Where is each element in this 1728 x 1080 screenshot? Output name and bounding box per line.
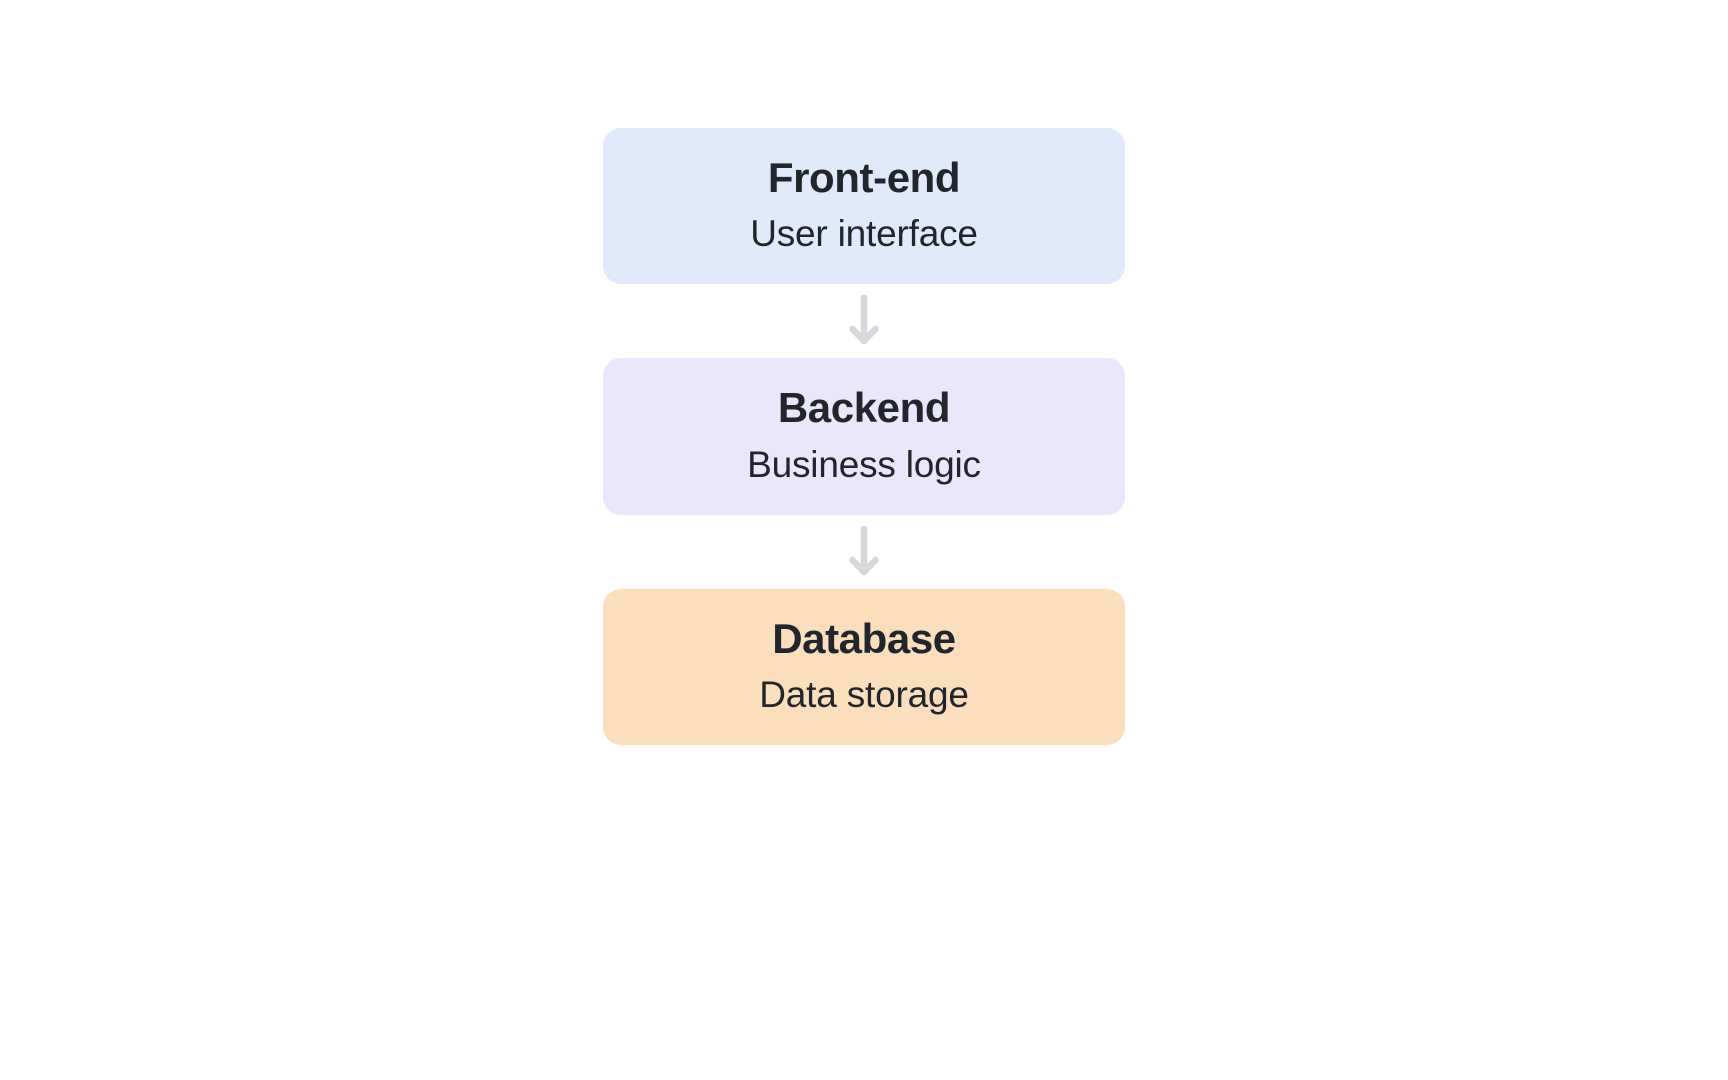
- node-database-subtitle: Data storage: [759, 673, 969, 715]
- node-database[interactable]: Database Data storage: [603, 588, 1125, 746]
- node-frontend-subtitle: User interface: [750, 213, 978, 255]
- node-backend-subtitle: Business logic: [747, 443, 981, 485]
- node-frontend[interactable]: Front-end User interface: [603, 128, 1125, 285]
- connector-backend-to-database: [849, 515, 879, 589]
- node-database-title: Database: [772, 614, 956, 662]
- connector-frontend-to-backend: [849, 284, 879, 358]
- node-backend[interactable]: Backend Business logic: [603, 358, 1125, 515]
- arrow-down-icon: [849, 525, 879, 578]
- arrow-down-icon: [849, 295, 879, 347]
- node-frontend-title: Front-end: [767, 154, 961, 201]
- node-stack: Front-end User interface Backend Busines…: [603, 128, 1125, 746]
- node-backend-title: Backend: [777, 384, 951, 432]
